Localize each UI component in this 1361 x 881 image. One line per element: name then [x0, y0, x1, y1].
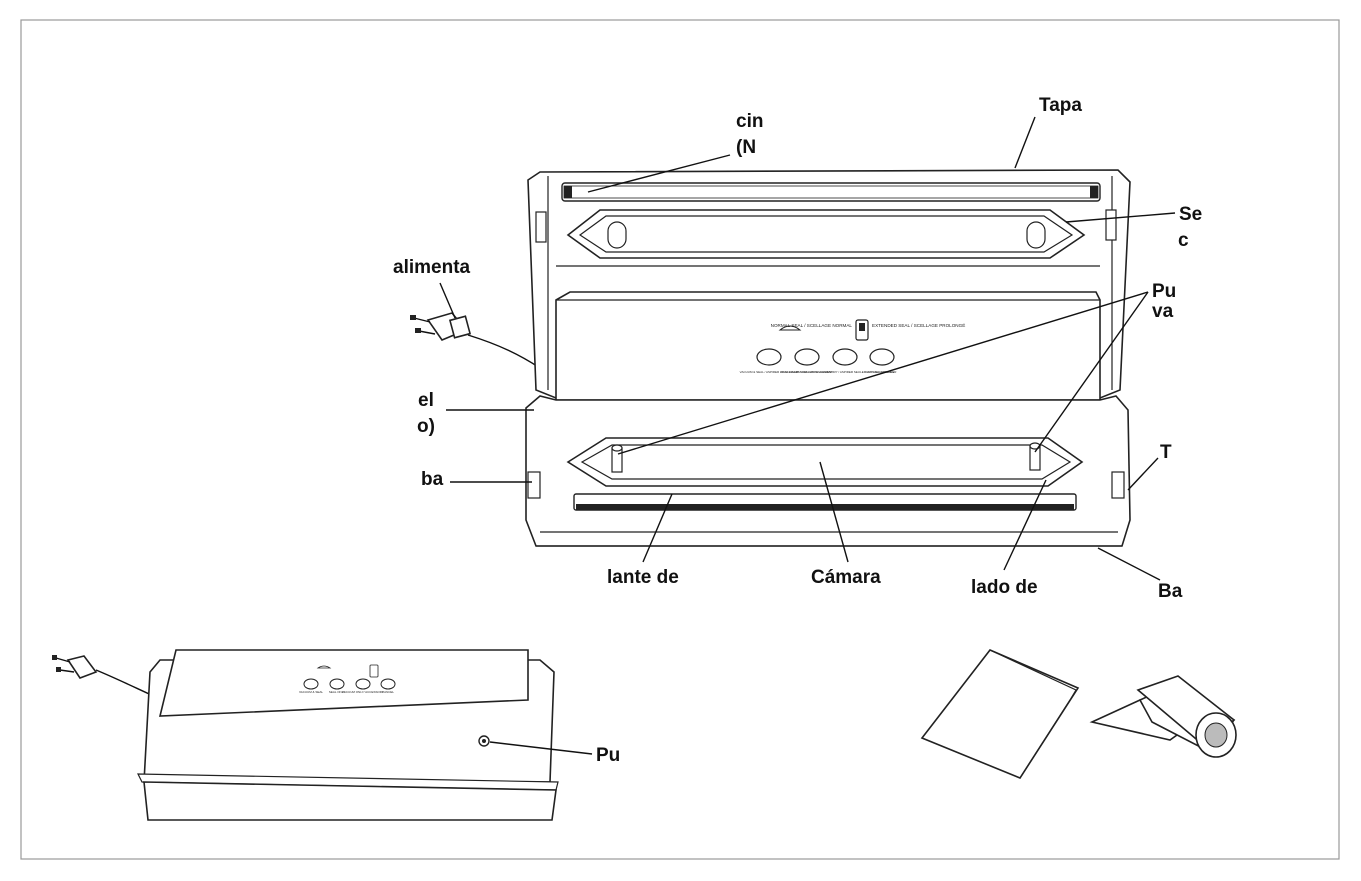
label-c: c — [1178, 230, 1189, 251]
small-seal-only-button[interactable]: SEAL ONLY — [329, 678, 345, 694]
small-vacuum-seal-label: VACUUM & SEAL — [299, 690, 323, 694]
left-vacuum-peg — [611, 444, 623, 473]
vacuum-seal-label: VACUUM & SEAL / ASPIRER ET SCELLER — [740, 370, 799, 374]
upper-sealing-strip — [561, 182, 1101, 202]
label-n: (N — [736, 137, 756, 158]
label-t: T — [1160, 442, 1172, 463]
bag-roll-icon — [1089, 675, 1237, 758]
cancel-button[interactable]: CANCEL / ANNULER — [868, 348, 898, 374]
label-ba-left: ba — [421, 469, 444, 490]
vacuum-only-label: VACUUM ONLY/ ACCESSORY / ASPIRER SEULEME… — [796, 370, 894, 374]
switch-normal-label: NORMAL SEAL / SCELLAGE NORMAL — [771, 323, 853, 328]
label-ba-right: Ba — [1158, 581, 1183, 602]
control-panel — [555, 291, 1101, 401]
seal-mode-switch[interactable]: NORMAL SEAL / SCELLAGE NORMAL EXTENDED S… — [771, 319, 966, 341]
seal-only-label: SEAL ONLY / SCELLER SEULEMENT — [781, 370, 833, 374]
label-pu-top: Pu — [1152, 281, 1176, 302]
label-lado-de: lado de — [971, 577, 1038, 598]
small-vacuum-only-label: VACUUM ONLY/ ACCESSORY — [342, 690, 384, 694]
vacuum-seal-button[interactable]: VACUUM & SEAL / ASPIRER ET SCELLER — [740, 348, 799, 374]
small-power-plug-icon — [52, 655, 98, 679]
label-tapa: Tapa — [1039, 95, 1082, 116]
small-vacuum-seal-button[interactable]: VACUUM & SEAL — [299, 678, 323, 694]
vacuum-only-button[interactable]: VACUUM ONLY/ ACCESSORY / ASPIRER SEULEME… — [796, 348, 894, 374]
leader-lines — [439, 116, 1176, 581]
label-cin: cin — [736, 111, 763, 132]
label-alimenta: alimenta — [393, 257, 471, 278]
upper-gasket — [566, 209, 1086, 259]
label-va: va — [1152, 301, 1174, 322]
small-cancel-button[interactable]: CANCEL — [380, 678, 396, 694]
label-pu-bottom: Pu — [596, 745, 620, 766]
vacuum-chamber-gasket — [566, 437, 1084, 487]
small-cancel-label: CANCEL — [382, 690, 395, 694]
seal-only-button[interactable]: SEAL ONLY / SCELLER SEULEMENT — [781, 348, 833, 374]
label-el: el — [418, 390, 434, 411]
sealer-open-view: NORMAL SEAL / SCELLAGE NORMAL EXTENDED S… — [410, 169, 1131, 547]
switch-extended-label: EXTENDED SEAL / SCELLAGE PROLONGÉ — [872, 322, 965, 328]
label-o: o) — [417, 416, 435, 437]
small-vacuum-only-button[interactable]: VACUUM ONLY/ ACCESSORY — [342, 678, 384, 694]
sealer-closed-view: VACUUM & SEAL SEAL ONLY VACUUM ONLY/ ACC… — [52, 649, 559, 821]
small-seal-only-label: SEAL ONLY — [329, 690, 345, 694]
label-camara: Cámara — [811, 567, 881, 588]
vacuum-bag-icon — [920, 649, 1080, 779]
label-se: Se — [1179, 204, 1202, 225]
cancel-label: CANCEL / ANNULER — [868, 370, 898, 374]
label-lante-de: lante de — [607, 567, 679, 588]
power-plug-icon — [410, 312, 541, 369]
status-indicator-icon — [778, 325, 802, 331]
diagram-frame — [20, 19, 1340, 860]
